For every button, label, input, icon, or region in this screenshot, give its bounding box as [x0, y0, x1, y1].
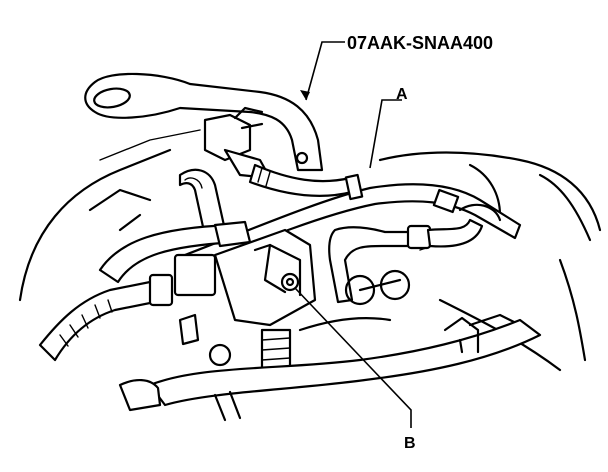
right-hose [328, 218, 484, 306]
b-leader-line [294, 287, 412, 428]
tool-leader-arrow [300, 90, 310, 100]
lower-hose [118, 316, 542, 422]
tool-leader-line [305, 41, 345, 101]
a-leader-line [369, 99, 402, 169]
module-bracket [173, 228, 317, 346]
callout-b-label: B [404, 435, 416, 452]
tool-part-number-label: 07AAK-SNAA400 [347, 33, 493, 53]
leader-lines [294, 41, 412, 428]
special-tool-07aak [84, 72, 324, 172]
wiring-harness [38, 273, 174, 362]
upper-bracket [203, 106, 264, 162]
hose-a [183, 173, 522, 270]
upper-hose-connector [223, 148, 354, 197]
callout-a-label: A [396, 86, 408, 103]
left-hose [98, 168, 252, 284]
